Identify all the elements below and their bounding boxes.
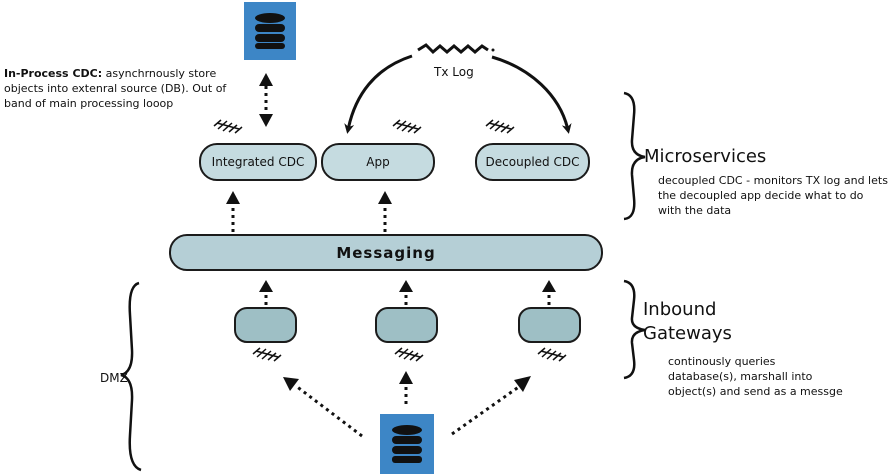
messaging-to-integrated-arrow bbox=[226, 191, 240, 232]
messaging-bus[interactable]: Messaging bbox=[169, 234, 603, 271]
decoupled-cdc-box[interactable]: Decoupled CDC bbox=[475, 143, 590, 181]
integrated-cdc-box[interactable]: Integrated CDC bbox=[199, 143, 317, 181]
inbound-gateway-left[interactable] bbox=[234, 307, 297, 343]
microservices-label: Microservices bbox=[644, 146, 767, 167]
gateway-mid-to-messaging-arrow bbox=[399, 280, 413, 305]
gateway-right-to-messaging-arrow bbox=[542, 280, 556, 305]
hatch-icon bbox=[252, 347, 567, 362]
in-process-cdc-title: In-Process CDC: bbox=[4, 67, 103, 80]
in-process-cdc-body: asynchrnously store objects into extenra… bbox=[4, 67, 227, 110]
tx-log-label: Tx Log bbox=[434, 65, 474, 79]
tx-log-scribble bbox=[417, 43, 495, 55]
inbound-gateways-brace-icon bbox=[623, 279, 646, 380]
db-to-gateway-right-arrow bbox=[451, 376, 531, 436]
database-icon bbox=[244, 2, 296, 60]
inbound-gateway-middle[interactable] bbox=[375, 307, 438, 343]
in-process-cdc-note: In-Process CDC: asynchrnously store obje… bbox=[4, 66, 236, 111]
gateway-left-to-messaging-arrow bbox=[259, 280, 273, 305]
db-to-gateway-mid-arrow bbox=[399, 371, 413, 404]
db-to-gateway-left-arrow bbox=[283, 377, 363, 438]
database-icon bbox=[380, 414, 434, 474]
db-to-integrated-cdc-arrow bbox=[259, 73, 273, 127]
inbound-gateway-right[interactable] bbox=[518, 307, 581, 343]
decoupled-cdc-note: decoupled CDC - monitors TX log and lets… bbox=[658, 174, 888, 217]
messaging-to-app-arrow bbox=[378, 191, 392, 232]
dmz-brace-icon bbox=[120, 281, 142, 472]
inbound-gateways-label: Inbound Gateways bbox=[643, 299, 732, 344]
app-box[interactable]: App bbox=[321, 143, 435, 181]
txlog-to-app-arrow bbox=[344, 54, 413, 134]
microservices-brace-icon bbox=[623, 91, 646, 221]
dmz-label: DMZ bbox=[100, 371, 128, 385]
txlog-to-decoupled-arrow bbox=[491, 55, 572, 134]
hatch-icon bbox=[213, 119, 515, 134]
gateways-note: continously queries database(s), marshal… bbox=[668, 355, 843, 398]
